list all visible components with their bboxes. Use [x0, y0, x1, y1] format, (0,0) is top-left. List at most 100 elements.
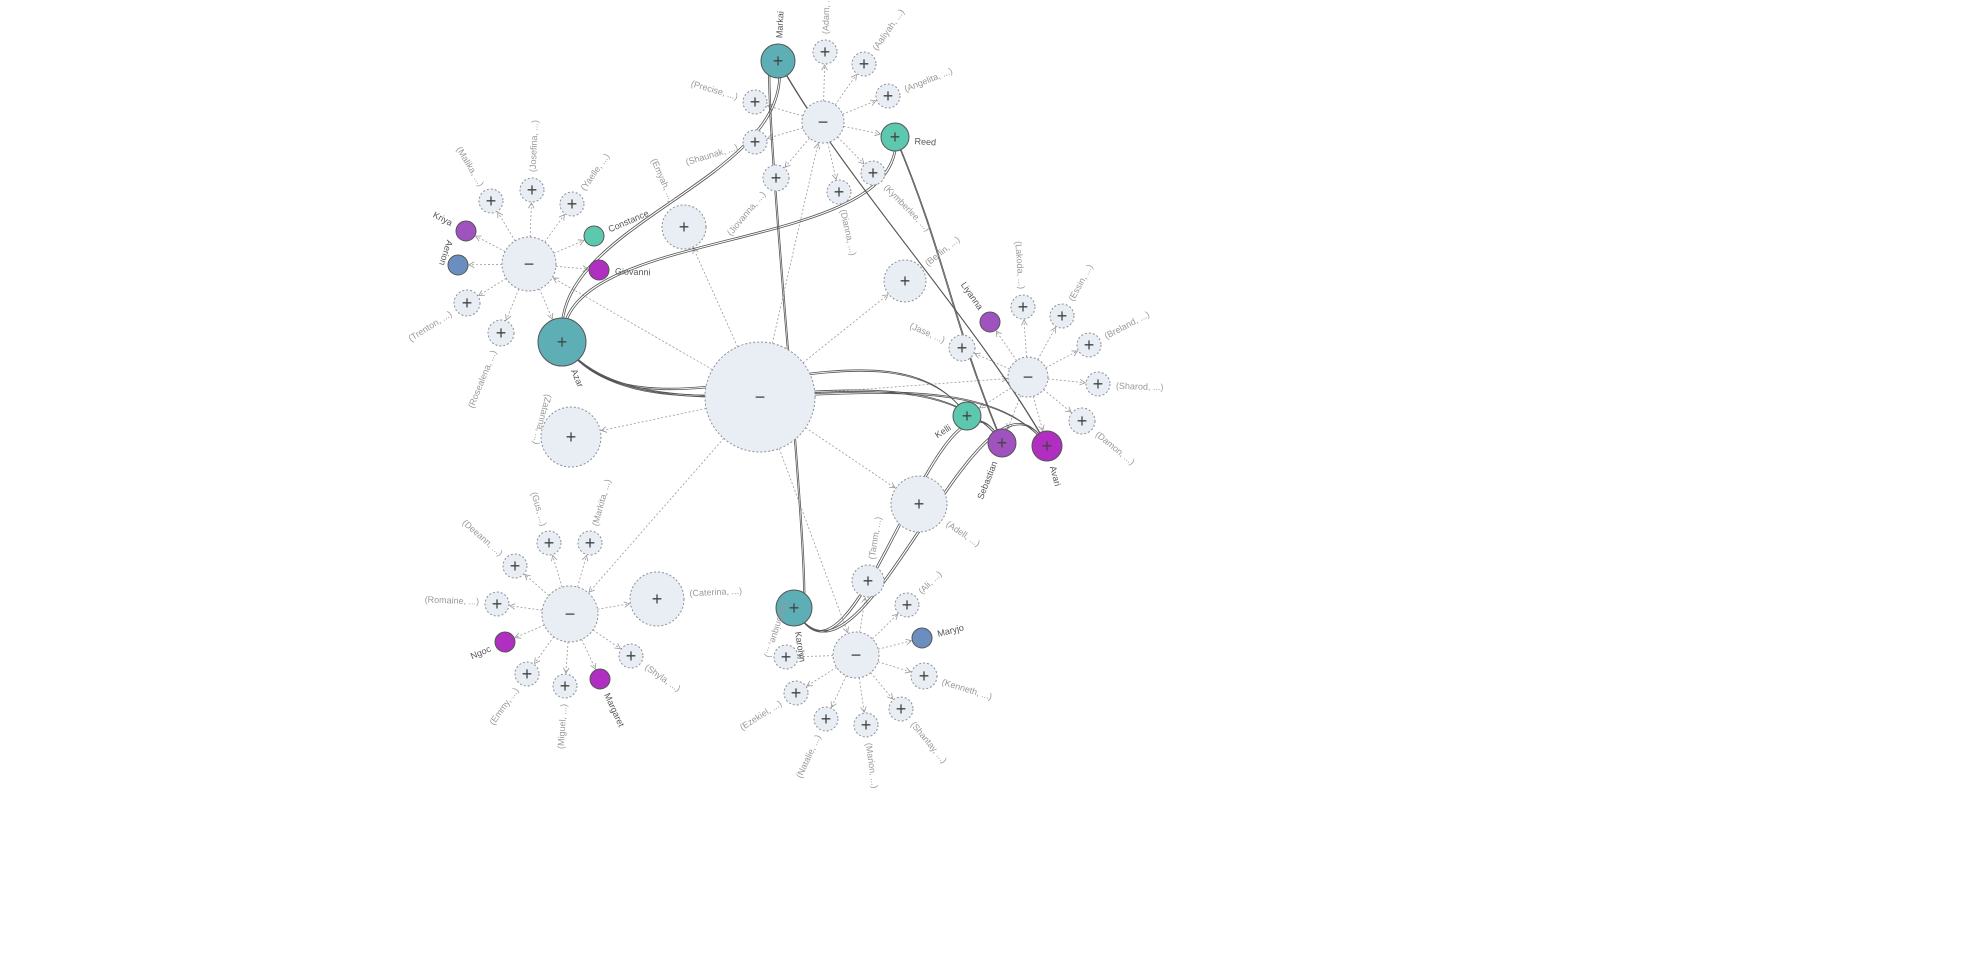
expand-icon[interactable]: +: [868, 163, 879, 183]
expand-icon[interactable]: +: [567, 194, 578, 214]
group-node-kymberlee[interactable]: +(Kymberlee, ...): [860, 160, 932, 233]
collapse-icon[interactable]: −: [755, 387, 766, 407]
node-circle[interactable]: [618, 643, 644, 669]
expand-icon[interactable]: +: [781, 647, 792, 667]
group-node-angelita[interactable]: +(Angelita, ...): [875, 66, 954, 109]
group-node-zatanna[interactable]: +(Zatanna, ...): [531, 393, 602, 468]
expand-icon[interactable]: +: [1077, 411, 1088, 431]
group-node-caterina[interactable]: +(Caterina, ...): [629, 571, 742, 627]
group-node-yaelle[interactable]: +(Yaelle, ...): [559, 152, 612, 217]
expand-icon[interactable]: +: [773, 51, 784, 71]
person-node-giovanni[interactable]: Giovanni: [588, 259, 651, 281]
expand-icon[interactable]: +: [883, 86, 894, 106]
node-circle[interactable]: [536, 530, 562, 556]
person-node-kelli[interactable]: +Kelli: [933, 401, 982, 440]
node-circle[interactable]: [783, 680, 809, 706]
node-circle[interactable]: [742, 89, 768, 115]
group-node-adell[interactable]: +(Adell, ...): [890, 475, 982, 549]
node-circle[interactable]: [577, 530, 603, 556]
person-node-azar[interactable]: +Azar: [537, 317, 587, 389]
group-node-shaunak[interactable]: +(Shaunak, ...): [684, 129, 768, 167]
expand-icon[interactable]: +: [566, 427, 577, 447]
person-node-avari[interactable]: +Avari: [1031, 430, 1063, 487]
expand-icon[interactable]: +: [585, 533, 596, 553]
expand-icon[interactable]: +: [652, 589, 663, 609]
node-circle[interactable]: [773, 644, 799, 670]
expand-icon[interactable]: +: [1057, 306, 1068, 326]
group-node-gus[interactable]: +(Gus, ...): [529, 491, 562, 556]
node-circle[interactable]: [851, 51, 877, 77]
expand-icon[interactable]: +: [863, 571, 874, 591]
node-circle[interactable]: [880, 122, 910, 152]
expand-icon[interactable]: +: [492, 594, 503, 614]
expand-icon[interactable]: +: [750, 132, 761, 152]
node-circle[interactable]: [447, 254, 469, 276]
node-circle[interactable]: [851, 564, 885, 598]
node-circle[interactable]: [812, 39, 838, 65]
node-circle[interactable]: [494, 631, 516, 653]
group-node-aaliyah[interactable]: +(Aaliyah, ...): [851, 7, 906, 77]
expand-icon[interactable]: +: [496, 323, 507, 343]
node-circle[interactable]: [514, 661, 540, 687]
person-node-ngoc[interactable]: Ngoc: [469, 631, 516, 661]
expand-icon[interactable]: +: [962, 406, 973, 426]
expand-icon[interactable]: +: [997, 433, 1008, 453]
person-node-aerion[interactable]: Aerion: [437, 239, 469, 276]
node-circle[interactable]: [987, 428, 1017, 458]
expand-icon[interactable]: +: [771, 168, 782, 188]
node-circle[interactable]: [583, 225, 605, 247]
node-circle[interactable]: [775, 589, 813, 627]
group-node-josefina[interactable]: +(Josefina, ...): [519, 120, 545, 203]
node-circle[interactable]: [552, 673, 578, 699]
expand-icon[interactable]: +: [914, 494, 925, 514]
group-node-jiovanna[interactable]: +(Jiovanna, ...): [725, 164, 790, 238]
node-circle[interactable]: [540, 406, 602, 468]
node-circle[interactable]: [853, 712, 879, 738]
node-circle[interactable]: [801, 100, 845, 144]
expand-icon[interactable]: +: [544, 533, 555, 553]
group-node-breland[interactable]: +(Breland, ...): [1076, 309, 1151, 358]
node-circle[interactable]: [742, 129, 768, 155]
group-node-shyla[interactable]: +(Shyla, ...): [618, 643, 682, 694]
node-circle[interactable]: [589, 668, 611, 690]
node-circle[interactable]: [519, 177, 545, 203]
person-node-markai[interactable]: +Markai: [760, 11, 796, 79]
group-node-rosealena[interactable]: +(Rosealena, ...): [466, 319, 515, 410]
group-node-miguel[interactable]: +(Miguel, ...): [552, 673, 578, 749]
collapse-icon[interactable]: −: [524, 254, 535, 274]
collapse-icon[interactable]: −: [1023, 367, 1034, 387]
expand-icon[interactable]: +: [750, 92, 761, 112]
expand-icon[interactable]: +: [919, 666, 930, 686]
person-node-liyanna[interactable]: Liyanna: [959, 280, 1001, 333]
group-node-precise[interactable]: +(Precise, ...): [690, 78, 768, 115]
group-node-marion[interactable]: +(Marion, ...): [853, 712, 880, 789]
expand-icon[interactable]: +: [861, 715, 872, 735]
node-circle[interactable]: [1049, 303, 1075, 329]
group-node-natalie[interactable]: +(Natalie, ...): [794, 706, 839, 780]
node-circle[interactable]: [948, 334, 976, 362]
group-node-adam[interactable]: +(Adam, ...): [812, 0, 838, 65]
expand-icon[interactable]: +: [560, 676, 571, 696]
collapse-icon[interactable]: −: [851, 645, 862, 665]
node-circle[interactable]: [860, 160, 886, 186]
node-circle[interactable]: [537, 317, 587, 367]
node-circle[interactable]: [1031, 430, 1063, 462]
group-node-emmy[interactable]: +(Emmy, ...): [487, 661, 540, 727]
person-node-maryjo[interactable]: Maryjo: [911, 622, 965, 649]
node-circle[interactable]: [1007, 356, 1049, 398]
expand-icon[interactable]: +: [510, 556, 521, 576]
expand-icon[interactable]: +: [1093, 374, 1104, 394]
node-circle[interactable]: [484, 591, 510, 617]
group-node-c_left[interactable]: −: [501, 236, 557, 292]
node-circle[interactable]: [911, 627, 933, 649]
expand-icon[interactable]: +: [1084, 335, 1095, 355]
group-node-deeann[interactable]: +(Deeann, ...): [460, 518, 528, 579]
expand-icon[interactable]: +: [1018, 297, 1029, 317]
group-node-tamm[interactable]: +(Tamm, ...): [851, 516, 885, 598]
person-node-reed[interactable]: +Reed: [880, 122, 936, 152]
node-circle[interactable]: [629, 571, 685, 627]
group-node-jase[interactable]: +(Jase, ...): [908, 321, 976, 362]
group-node-essin[interactable]: +(Essin, ...): [1049, 262, 1095, 329]
group-node-markita[interactable]: +(Markita, ...): [577, 478, 613, 556]
group-node-dianna[interactable]: +(Dianna, ...): [826, 179, 858, 257]
